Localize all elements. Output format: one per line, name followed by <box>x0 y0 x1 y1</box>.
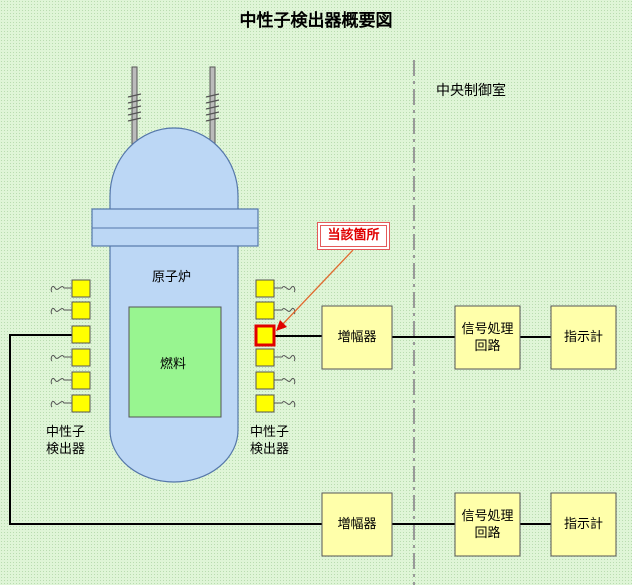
control-rod-left <box>131 66 138 153</box>
signal-processing-box-1 <box>454 305 521 370</box>
signal-wiring <box>9 334 551 525</box>
rod-springs <box>127 93 220 122</box>
detector-right-label: 中性子 検出器 <box>250 425 290 457</box>
control-rod-right <box>209 66 216 153</box>
callout-label: 当該箇所 <box>320 225 387 247</box>
detector-stack-left <box>71 279 91 413</box>
callout-box: 当該箇所 <box>317 222 390 250</box>
diagram-title: 中性子検出器概要図 <box>239 11 393 31</box>
reactor-vessel <box>109 127 239 483</box>
detector-stack-right <box>255 279 275 413</box>
fuel-block <box>128 306 222 418</box>
control-room-label: 中央制御室 <box>436 83 506 99</box>
wire-left-detector <box>9 334 322 525</box>
indicator-label-2: 指示計 <box>563 517 603 532</box>
amplifier-label-1: 増幅器 <box>337 330 377 345</box>
amplifier-box-2 <box>321 492 393 557</box>
signal-processing-box-2 <box>454 492 521 557</box>
detector-cables-right <box>274 285 296 408</box>
detector-cables-left <box>50 285 72 408</box>
component-boxes <box>321 305 617 557</box>
callout-arrowhead <box>276 320 287 331</box>
amplifier-box-1 <box>321 305 393 370</box>
reactor-label: 原子炉 <box>152 270 192 285</box>
fuel-label: 燃料 <box>160 357 187 372</box>
signal-processing-label-2: 信号処理 回路 <box>461 508 514 541</box>
indicator-label-1: 指示計 <box>563 330 603 345</box>
detector-left-label: 中性子 検出器 <box>46 425 86 457</box>
highlighted-detector <box>254 324 276 347</box>
indicator-box-2 <box>550 492 617 557</box>
indicator-box-1 <box>550 305 617 370</box>
amplifier-label-2: 増幅器 <box>337 517 377 532</box>
callout-leader <box>281 249 354 326</box>
signal-processing-label-1: 信号処理 回路 <box>461 321 514 354</box>
